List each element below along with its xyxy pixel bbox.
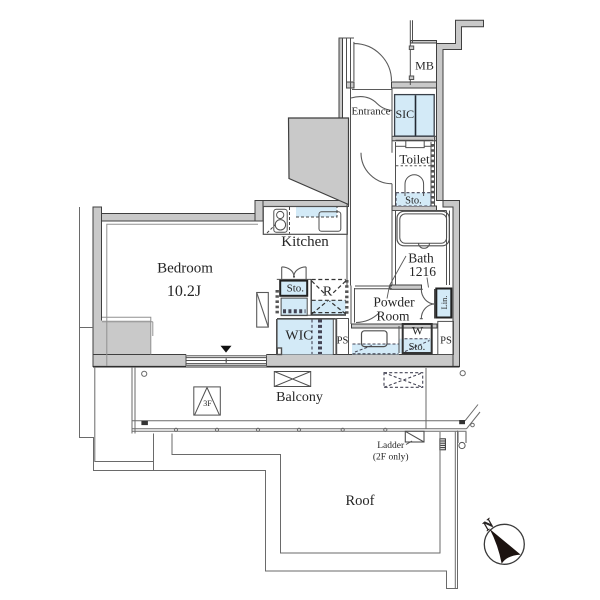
svg-text:Bedroom: Bedroom [157,261,213,277]
svg-text:1216: 1216 [409,264,436,279]
svg-text:MB: MB [415,59,434,73]
svg-text:Sto.: Sto. [287,282,305,294]
svg-text:Kitchen: Kitchen [281,234,329,250]
svg-text:Room: Room [376,309,410,324]
svg-text:Roof: Roof [346,493,375,509]
svg-text:PS: PS [337,336,349,347]
svg-text:Toilet: Toilet [399,152,430,167]
svg-text:Lin.: Lin. [439,296,449,310]
svg-text:Ladder: Ladder [377,441,405,451]
svg-text:Powder: Powder [373,295,415,310]
svg-text:R: R [323,285,333,300]
svg-text:3F: 3F [203,399,212,408]
svg-text:Sto.: Sto. [405,196,422,207]
svg-text:W: W [412,324,424,338]
svg-text:SIC: SIC [395,107,414,121]
svg-text:(2F only): (2F only) [373,452,409,463]
svg-text:WIC: WIC [285,329,312,344]
svg-text:10.2J: 10.2J [167,283,201,300]
svg-text:Balcony: Balcony [276,390,323,405]
svg-text:Entrance: Entrance [351,106,390,118]
svg-text:PS: PS [440,336,452,347]
svg-text:Bath: Bath [408,251,434,266]
svg-text:Sto.: Sto. [409,342,426,353]
